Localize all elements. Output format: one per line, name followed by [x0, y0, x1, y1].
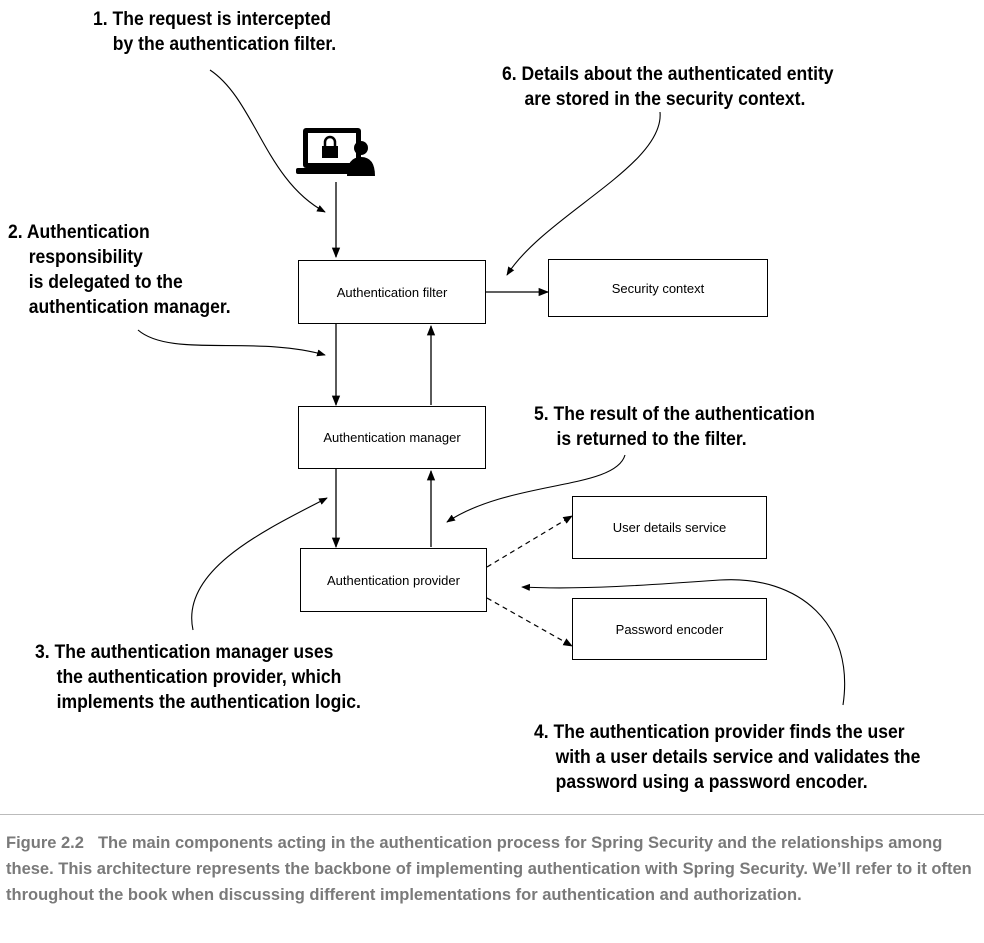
callout-5-curve	[446, 454, 626, 523]
note-3-line-3: implements the authentication logic.	[56, 691, 361, 713]
note-2-line-2: responsibility	[28, 246, 143, 268]
note-3: 3. The authentication manager uses the a…	[35, 640, 361, 715]
note-6-line-1: 6. Details about the authenticated entit…	[502, 63, 834, 85]
note-5-line-2: is returned to the filter.	[556, 428, 747, 450]
laptop-lock-user-icon	[296, 128, 375, 176]
arrow-provider-to-password-encoder	[486, 597, 573, 647]
arrow-provider-to-user-details	[486, 515, 573, 568]
user-details-service-box: User details service	[572, 496, 767, 559]
authentication-filter-box: Authentication filter	[298, 260, 486, 324]
note-2-line-4: authentication manager.	[28, 296, 231, 318]
callout-1-curve	[209, 69, 326, 213]
callout-2-curve	[137, 329, 326, 357]
note-2: 2. Authentication responsibility is dele…	[8, 220, 231, 320]
figure-caption-text: The main components acting in the authen…	[6, 834, 972, 904]
caption-divider	[0, 814, 984, 815]
callout-6-curve	[506, 111, 661, 276]
authentication-manager-box: Authentication manager	[298, 406, 486, 469]
callout-3-curve	[191, 497, 328, 631]
figure-label: Figure 2.2	[6, 834, 84, 852]
password-encoder-label: Password encoder	[615, 621, 724, 637]
note-1: 1. The request is intercepted by the aut…	[93, 7, 336, 57]
authentication-manager-label: Authentication manager	[323, 430, 461, 445]
note-6: 6. Details about the authenticated entit…	[502, 62, 834, 112]
note-4: 4. The authentication provider finds the…	[534, 720, 920, 795]
note-2-line-3: is delegated to the	[28, 271, 183, 293]
authentication-provider-label: Authentication provider	[327, 572, 460, 588]
note-1-line-1: 1. The request is intercepted	[93, 8, 331, 30]
note-5-line-1: 5. The result of the authentication	[534, 403, 815, 425]
note-4-line-3: password using a password encoder.	[555, 771, 868, 793]
authentication-filter-label: Authentication filter	[336, 284, 448, 300]
note-1-line-2: by the authentication filter.	[112, 33, 337, 55]
security-context-label: Security context	[611, 280, 705, 296]
user-details-service-label: User details service	[612, 520, 727, 535]
security-context-box: Security context	[548, 259, 768, 317]
callout-4-curve	[521, 579, 846, 706]
note-4-line-2: with a user details service and validate…	[555, 746, 921, 768]
authentication-provider-box: Authentication provider	[300, 548, 487, 612]
note-4-line-1: 4. The authentication provider finds the…	[534, 721, 905, 743]
note-5: 5. The result of the authentication is r…	[534, 402, 815, 452]
password-encoder-box: Password encoder	[572, 598, 767, 660]
note-6-line-2: are stored in the security context.	[524, 88, 806, 110]
note-3-line-1: 3. The authentication manager uses	[35, 641, 334, 663]
note-2-line-1: 2. Authentication	[8, 221, 150, 243]
note-3-line-2: the authentication provider, which	[56, 666, 342, 688]
